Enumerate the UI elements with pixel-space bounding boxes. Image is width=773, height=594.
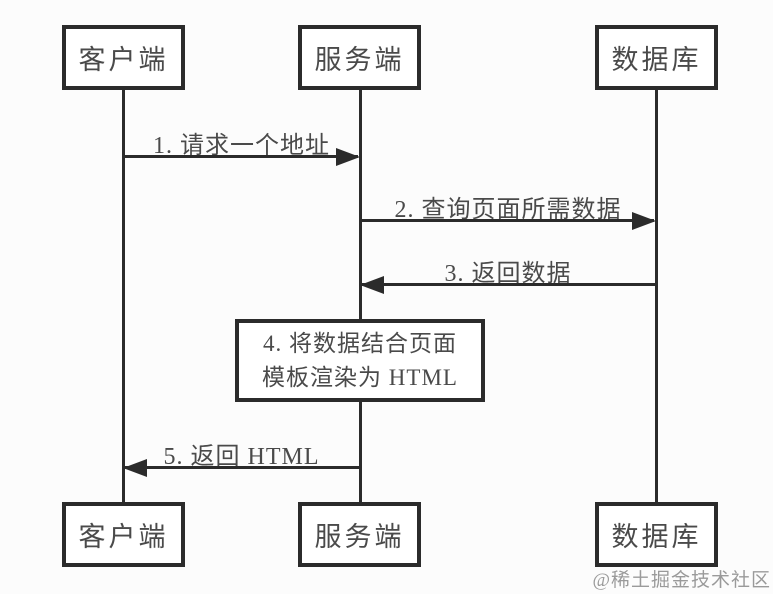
render-step-box: 4. 将数据结合页面 模板渲染为 HTML bbox=[235, 319, 485, 402]
message-label-5: 5. 返回 HTML bbox=[163, 444, 320, 470]
render-step-line2: 模板渲染为 HTML bbox=[262, 364, 458, 390]
arrowhead-right-icon bbox=[336, 147, 360, 166]
message-label-3: 3. 返回数据 bbox=[444, 261, 572, 287]
arrowhead-left-icon bbox=[123, 458, 147, 477]
message-arrow-3 bbox=[360, 275, 655, 294]
actor-label-client-top: 客户端 bbox=[78, 45, 169, 75]
actor-box-database-bottom: 数据库 bbox=[595, 502, 718, 567]
render-step-line1: 4. 将数据结合页面 bbox=[263, 330, 457, 356]
actor-box-client-top: 客户端 bbox=[62, 25, 185, 90]
message-arrow-1 bbox=[123, 147, 360, 166]
message-arrow-5 bbox=[123, 458, 359, 477]
actor-box-database-top: 数据库 bbox=[595, 25, 718, 90]
actor-label-server-top: 服务端 bbox=[314, 45, 405, 75]
arrowhead-left-icon bbox=[360, 275, 384, 294]
watermark: @稀土掘金技术社区 bbox=[592, 570, 771, 591]
message-label-2: 2. 查询页面所需数据 bbox=[394, 197, 622, 223]
actor-label-server-bottom: 服务端 bbox=[314, 522, 405, 552]
lifeline-database bbox=[655, 89, 658, 503]
arrowhead-right-icon bbox=[632, 211, 656, 230]
message-label-1: 1. 请求一个地址 bbox=[153, 133, 330, 159]
actor-label-client-bottom: 客户端 bbox=[78, 522, 169, 552]
lifeline-client bbox=[122, 89, 125, 503]
actor-box-client-bottom: 客户端 bbox=[62, 502, 185, 567]
message-arrow-2 bbox=[361, 211, 656, 230]
actor-box-server-top: 服务端 bbox=[298, 25, 421, 90]
actor-label-database-top: 数据库 bbox=[611, 45, 702, 75]
actor-label-database-bottom: 数据库 bbox=[611, 522, 702, 552]
lifeline-server bbox=[359, 89, 362, 503]
actor-box-server-bottom: 服务端 bbox=[298, 502, 421, 567]
